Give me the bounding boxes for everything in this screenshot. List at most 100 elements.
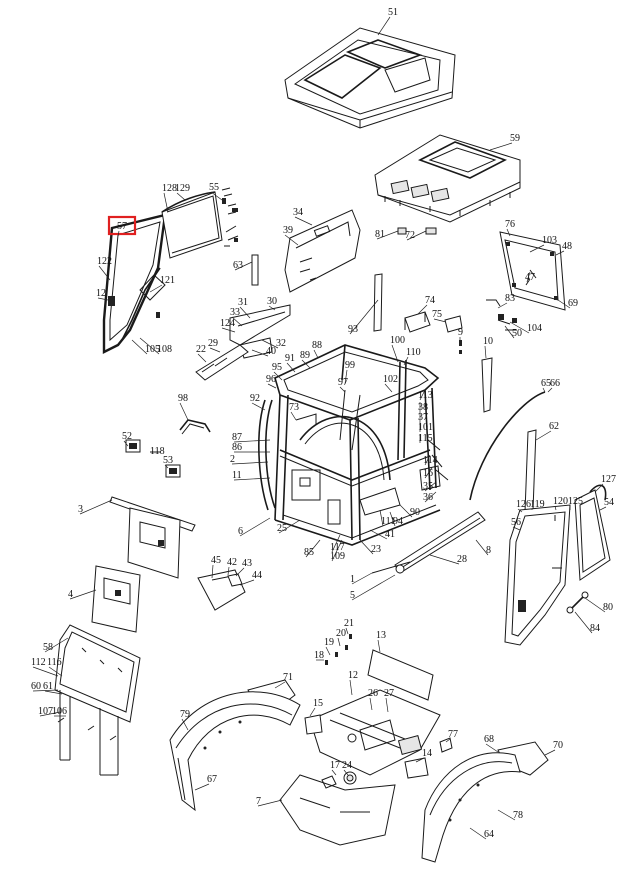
callout-label-c20: 20	[336, 628, 346, 639]
leader-line-c85	[305, 539, 321, 558]
fender-part-79	[169, 691, 301, 812]
callout-label-c127: 127	[601, 474, 616, 485]
leader-line-c117	[331, 534, 341, 553]
callout-label-c48: 48	[562, 241, 572, 252]
rear-panel-part-34	[284, 209, 361, 293]
callout-label-c97: 97	[338, 377, 348, 388]
callout-label-c21: 21	[344, 618, 354, 629]
callout-label-c108: 108	[157, 344, 172, 355]
leader-line-c91	[286, 362, 296, 373]
leader-line-c92	[251, 402, 266, 411]
callout-label-c90: 90	[410, 507, 420, 518]
callout-label-c34: 34	[293, 207, 303, 218]
callout-label-c94: 94	[393, 516, 403, 527]
callout-label-c80: 80	[603, 602, 613, 613]
door-part-56	[504, 504, 571, 646]
leader-line-c44	[239, 579, 255, 586]
leader-line-c35	[424, 481, 437, 492]
callout-label-c98: 98	[178, 393, 188, 404]
callout-label-c8: 8	[486, 545, 491, 556]
leader-line-c47	[526, 271, 531, 283]
rod-part-63	[251, 254, 259, 286]
leader-line-c8	[475, 539, 489, 556]
callout-label-c9: 9	[458, 327, 463, 338]
callout-label-c76: 76	[505, 219, 515, 230]
callout-label-c69: 69	[568, 298, 578, 309]
callout-label-c15: 15	[313, 698, 323, 709]
leader-line-c62	[535, 430, 552, 441]
callout-label-c96: 96	[266, 374, 276, 385]
leader-line-c114	[424, 454, 431, 466]
callout-label-c102: 102	[383, 374, 398, 385]
panel-part-6	[127, 507, 181, 579]
leader-line-c89	[301, 359, 311, 369]
leader-line-c110	[403, 356, 409, 366]
leader-line-c77	[445, 738, 451, 743]
callout-label-c6: 6	[238, 526, 243, 537]
leader-line-c28	[429, 554, 460, 565]
leader-line-c68	[485, 743, 499, 753]
leader-line-c88	[313, 349, 319, 359]
leader-line-c12b	[349, 679, 353, 696]
roof-liner-part-59	[374, 134, 521, 223]
rear-window-part-128	[161, 191, 223, 259]
part-15	[304, 714, 323, 735]
side-glass-part-54	[574, 489, 611, 581]
floor-mat-part-7	[279, 771, 396, 846]
windshield-part-58	[54, 624, 141, 776]
callout-label-c115: 115	[418, 433, 433, 444]
leader-line-c105	[131, 339, 148, 355]
callout-label-c42: 42	[227, 557, 237, 568]
callout-label-c110: 110	[406, 347, 421, 358]
leader-line-c15	[309, 707, 316, 717]
callout-label-c29: 29	[208, 338, 218, 349]
small-parts-81-72	[397, 227, 437, 235]
post-part-93	[373, 273, 493, 413]
leader-line-c24	[343, 769, 349, 776]
leader-line-c40	[251, 349, 269, 357]
leader-line-c67	[194, 783, 210, 791]
callout-label-c41: 41	[385, 529, 395, 540]
callout-label-c112: 112	[31, 657, 46, 668]
leader-line-c17	[331, 769, 337, 776]
callout-label-c56: 56	[511, 517, 521, 528]
callout-label-c19: 19	[324, 637, 334, 648]
callout-label-c60: 60	[31, 681, 41, 692]
callout-label-c75: 75	[432, 309, 442, 320]
callout-label-c52: 52	[122, 431, 132, 442]
callout-label-c2: 2	[230, 454, 235, 465]
side-parts-114	[427, 439, 449, 481]
bolts-18-21	[325, 634, 352, 665]
leader-line-c51	[377, 16, 391, 36]
callout-label-c55: 55	[209, 182, 219, 193]
callout-label-c116: 116	[47, 657, 62, 668]
callout-label-c58: 58	[43, 642, 53, 653]
leader-line-c87	[233, 439, 271, 443]
callout-label-c24: 24	[342, 760, 352, 771]
leader-line-c31	[239, 306, 251, 319]
callout-label-c65: 65	[541, 378, 551, 389]
callout-label-c72: 72	[405, 230, 415, 241]
leader-line-c43	[235, 567, 245, 577]
leader-line-c74	[417, 304, 428, 315]
leader-line-c80	[584, 597, 606, 613]
callout-label-c88: 88	[312, 340, 322, 351]
callout-label-c117: 117	[330, 542, 345, 553]
leader-line-c10	[484, 345, 487, 359]
leader-line-c36	[424, 491, 437, 503]
callout-label-c89: 89	[300, 350, 310, 361]
callout-label-c100: 100	[390, 335, 405, 346]
leader-line-c103	[529, 244, 545, 253]
leader-line-c113	[419, 389, 426, 401]
callout-label-c125: 125	[568, 496, 583, 507]
callout-label-c106: 106	[52, 706, 67, 717]
callout-label-c44: 44	[252, 570, 262, 581]
leader-line-c14	[415, 757, 425, 763]
callout-label-c18: 18	[314, 650, 324, 661]
callout-label-c59: 59	[510, 133, 520, 144]
callout-label-c121: 121	[160, 275, 175, 286]
callout-label-c77: 77	[448, 729, 458, 740]
leader-line-c53	[164, 464, 169, 469]
leader-line-c120	[554, 505, 557, 511]
leader-line-c128	[163, 192, 169, 213]
